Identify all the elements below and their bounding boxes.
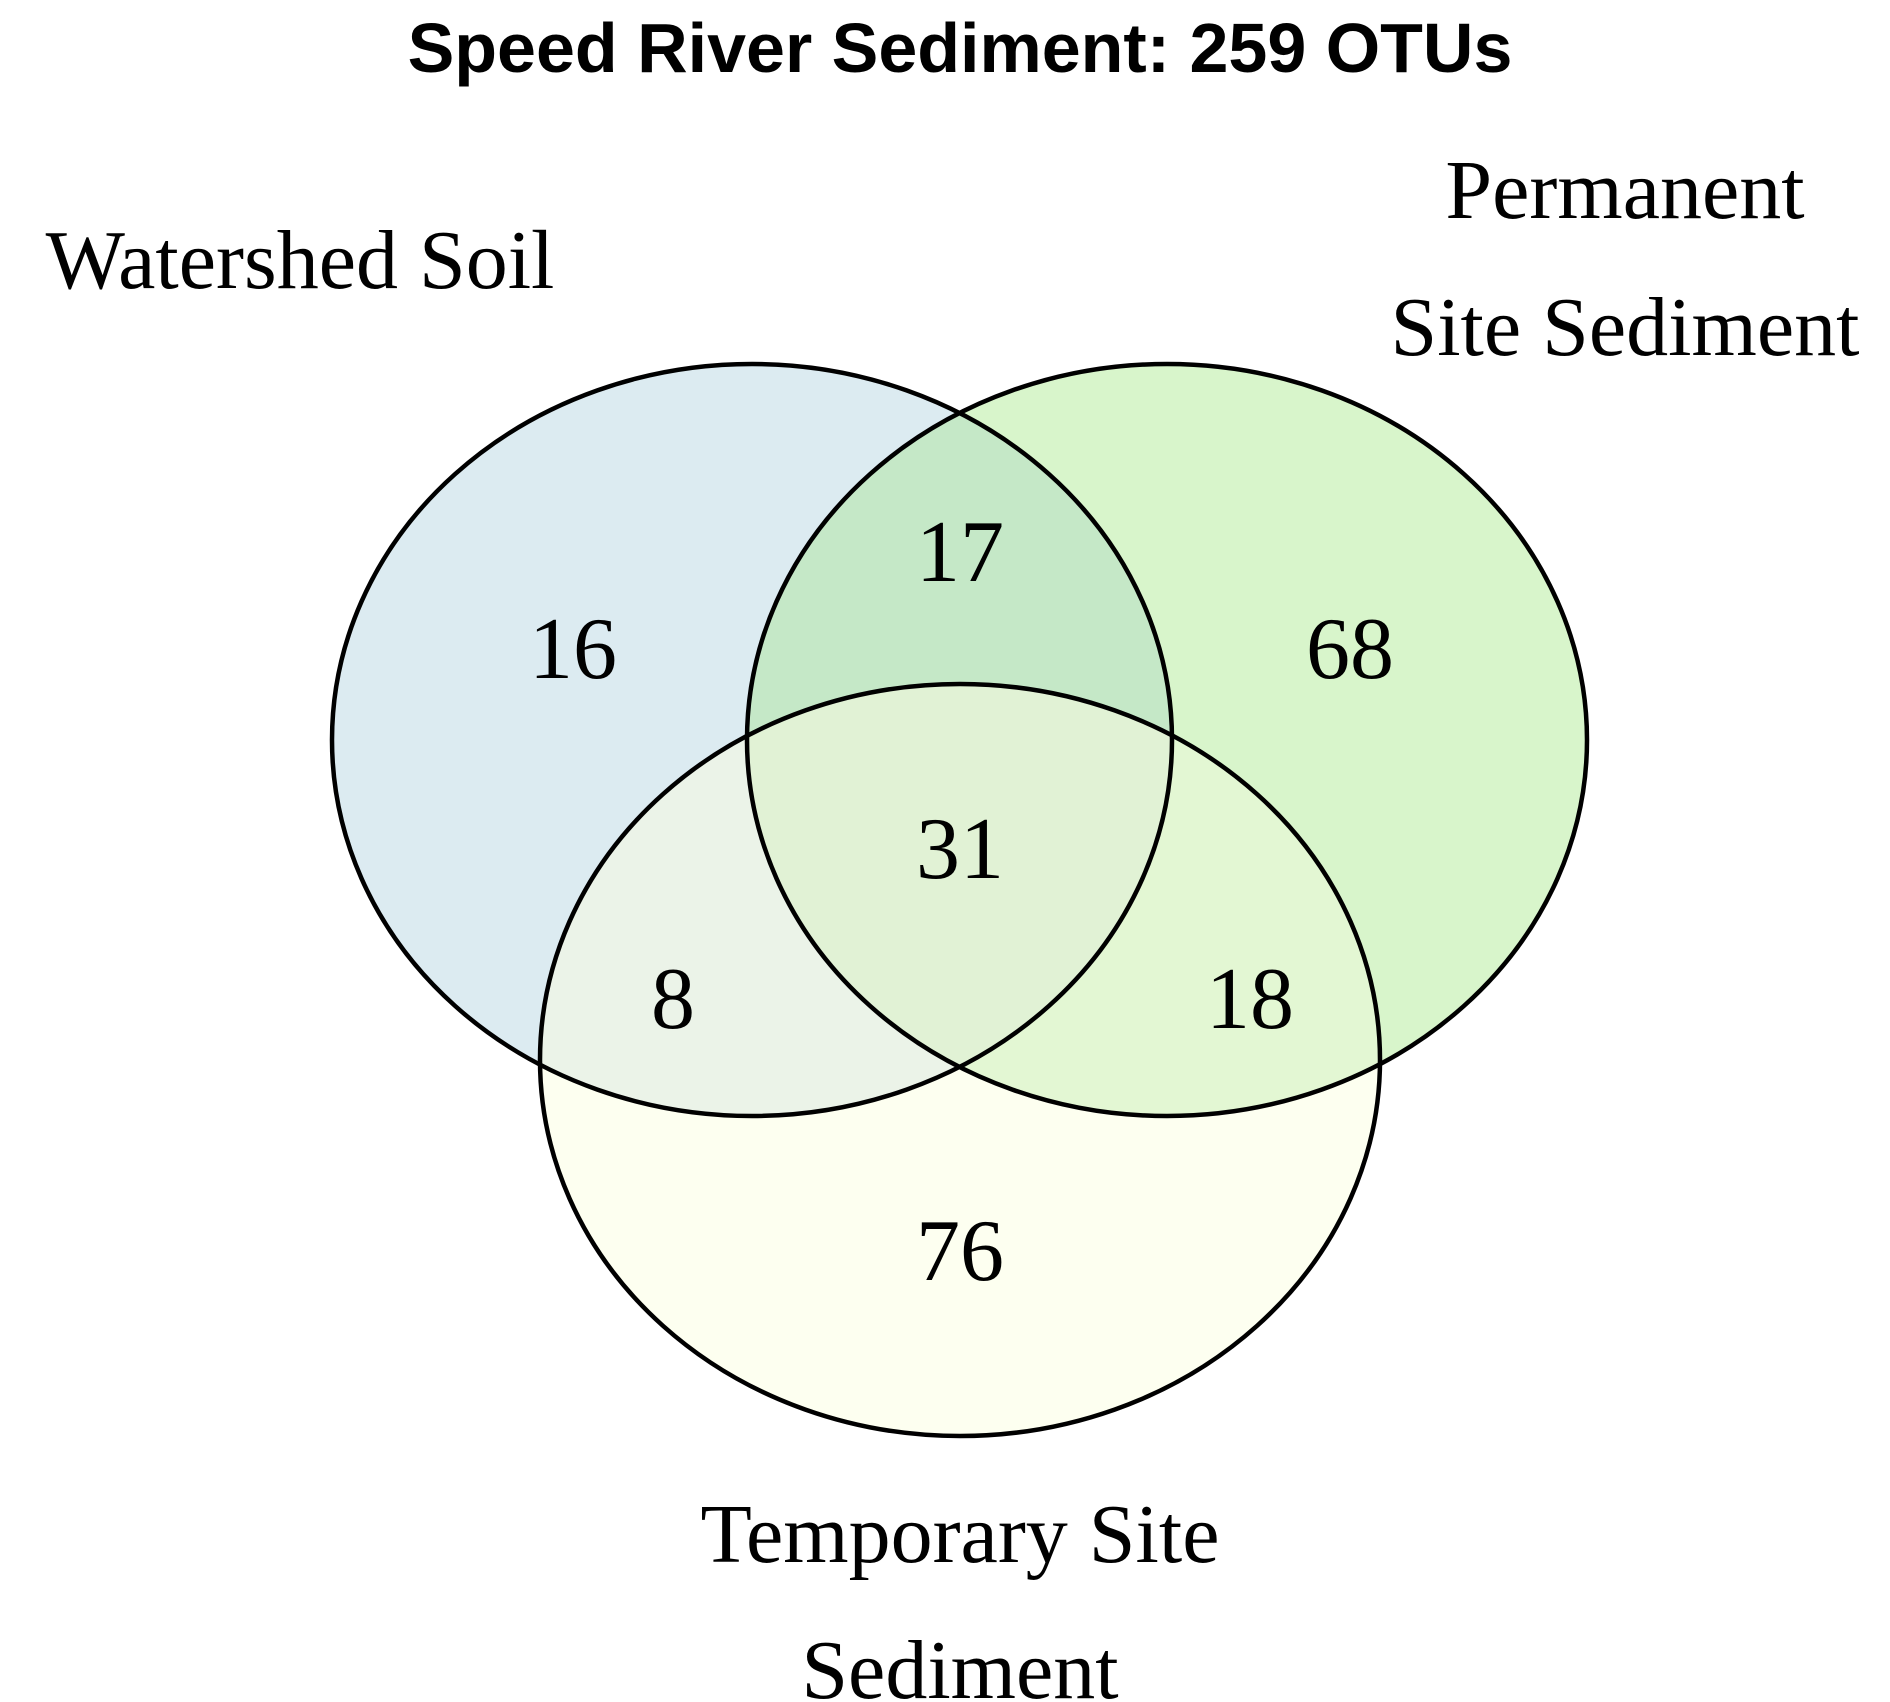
watershed-soil-label: Watershed Soil (46, 214, 555, 307)
count-temporary-only: 76 (916, 1203, 1004, 1300)
count-watershed-only: 16 (529, 601, 617, 698)
permanent-site-sediment-label-line-2: Site Sediment (1391, 281, 1860, 374)
chart-title: Speed River Sediment: 259 OTUs (408, 9, 1513, 87)
temporary-site-sediment-circle-outline (537, 681, 1383, 1439)
permanent-site-sediment-circle-outline (744, 361, 1590, 1119)
count-all-three: 31 (916, 801, 1004, 898)
count-permanent-temporary: 18 (1206, 951, 1294, 1048)
permanent-site-sediment-label-line-1: Permanent (1445, 144, 1804, 237)
count-permanent-only: 68 (1306, 601, 1394, 698)
temporary-site-sediment-label-line-2: Sediment (801, 1624, 1118, 1702)
count-watershed-permanent: 17 (916, 504, 1004, 601)
watershed-soil-circle-outline (329, 361, 1175, 1119)
count-watershed-temporary: 8 (651, 951, 695, 1048)
temporary-site-sediment-label-line-1: Temporary Site (701, 1488, 1220, 1581)
